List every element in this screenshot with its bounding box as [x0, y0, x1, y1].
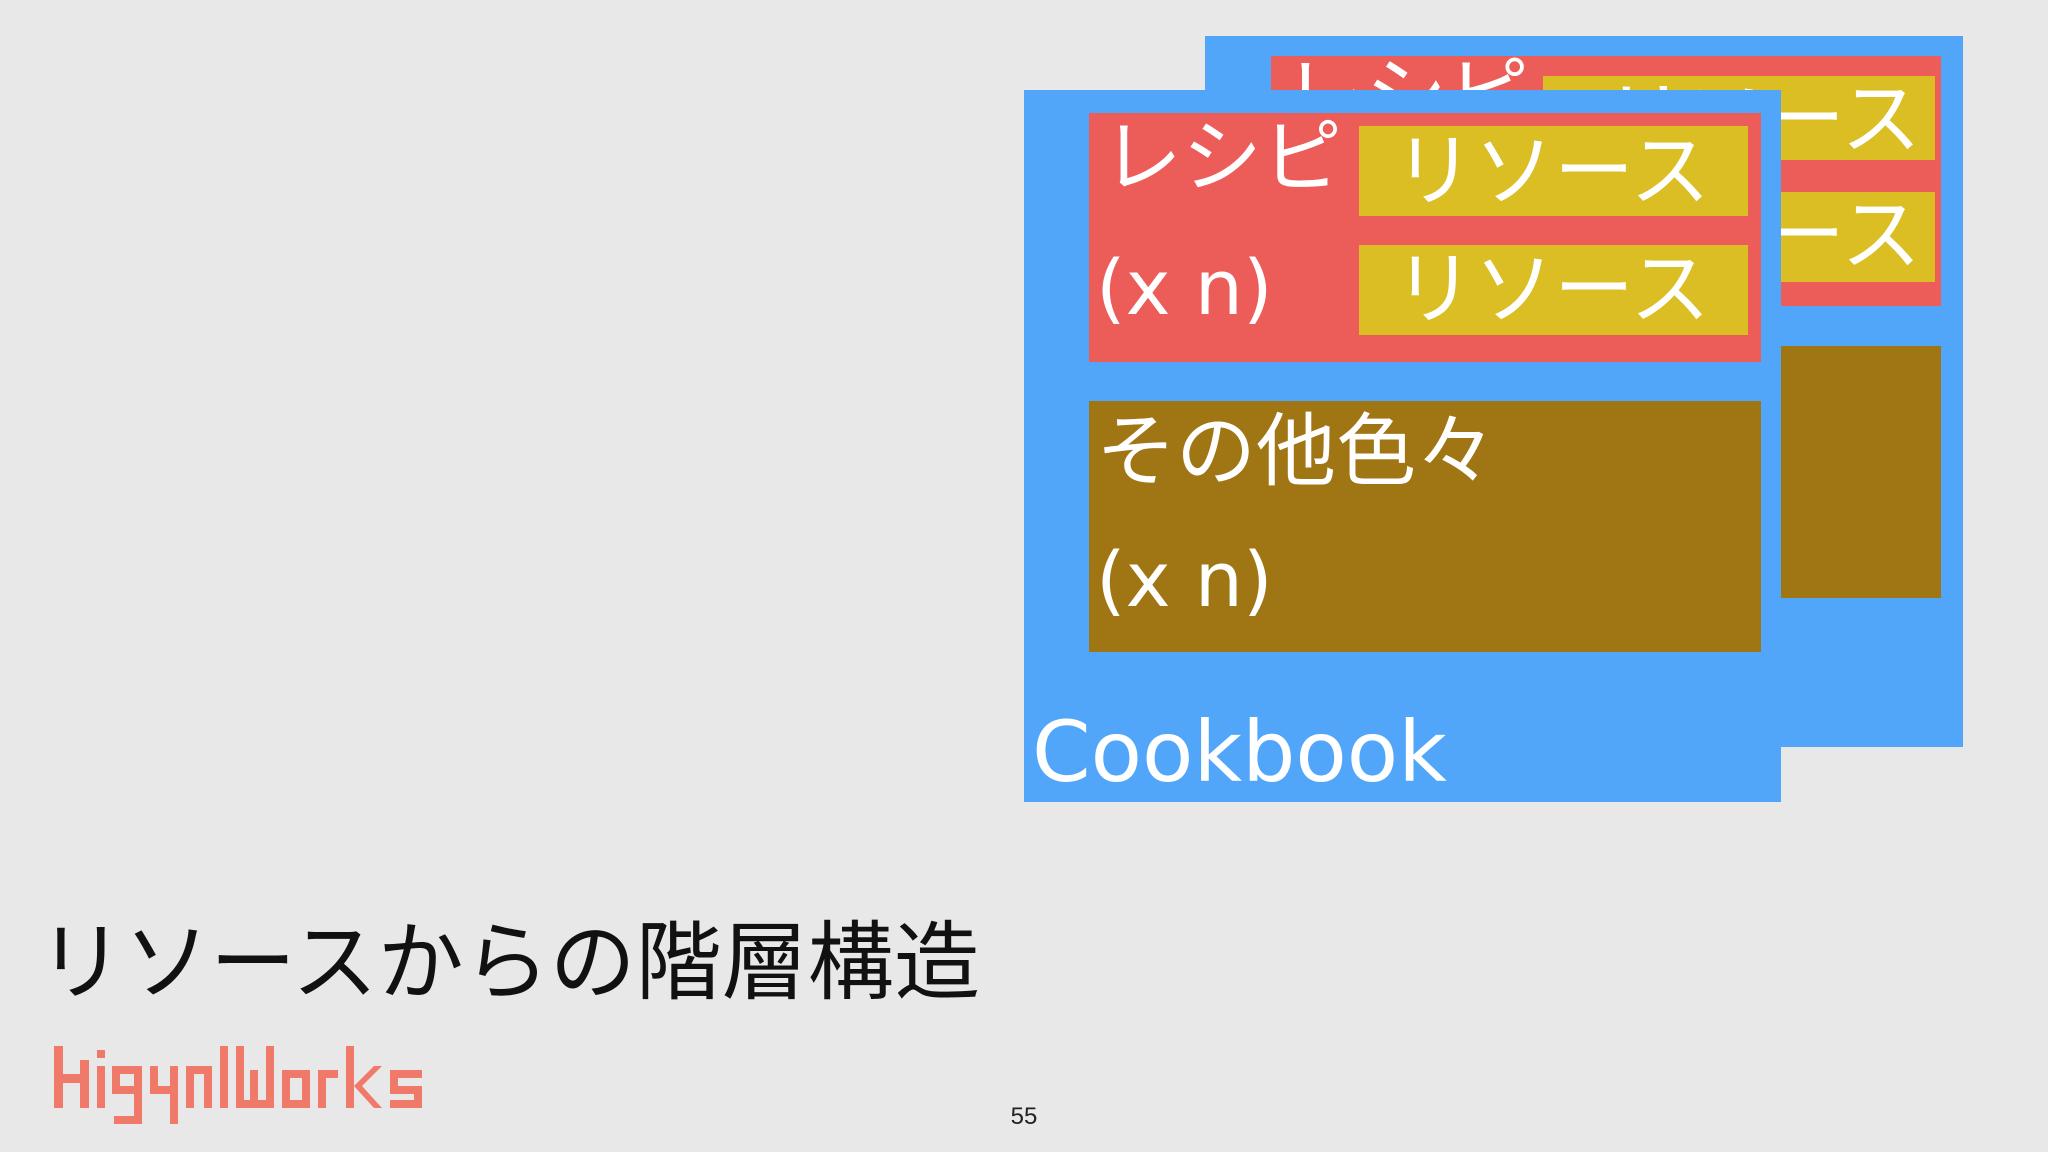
page-number: 55: [1010, 1103, 1038, 1130]
misc-box: [1089, 401, 1761, 652]
resource-box-1: [1359, 126, 1748, 216]
misc-label: その他色々: [1096, 405, 1496, 498]
recipe-count: (x n): [1096, 243, 1273, 332]
higurlworks-logo: [54, 1046, 422, 1124]
resource-label-1: リソース: [1394, 125, 1710, 218]
cookbook-label: Cookbook: [1032, 703, 1447, 801]
recipe-label: レシピ: [1102, 111, 1342, 204]
slide-title: リソースからの階層構造: [38, 913, 980, 1013]
resource-label-2: リソース: [1394, 243, 1710, 336]
resource-box-2: [1359, 245, 1748, 335]
misc-count: (x n): [1096, 535, 1273, 624]
back-misc-box: [1779, 346, 1941, 598]
front-cookbook-box: レシピ (x n) リソース リソース その他色々 (x n) Cookbook: [1024, 90, 1781, 802]
